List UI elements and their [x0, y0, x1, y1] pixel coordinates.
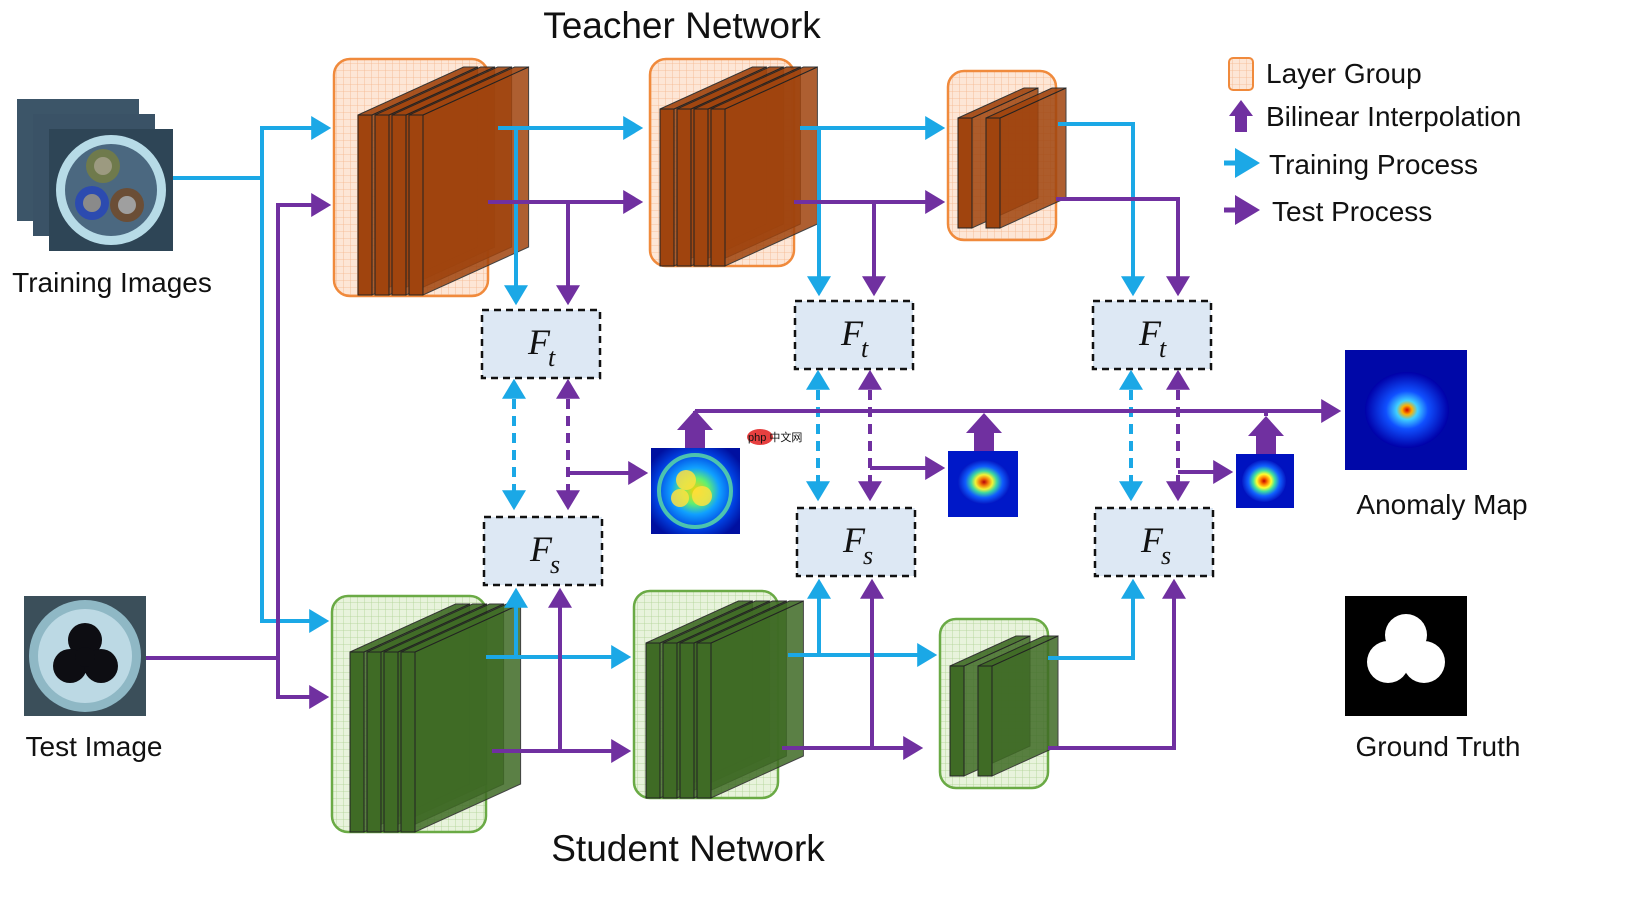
teacher-layer-group-3	[946, 69, 1067, 242]
feature-main: F	[527, 322, 551, 362]
anomaly-map-image	[1345, 350, 1467, 470]
layer-group-icon	[1228, 57, 1254, 91]
connectors	[146, 116, 1342, 763]
layer-slab	[985, 87, 1067, 229]
svg-text:php 中文网: php 中文网	[748, 430, 802, 444]
heatmap-medium	[948, 451, 1018, 517]
up-arrow-icon	[677, 410, 713, 448]
legend-training-process: Training Process	[1269, 149, 1478, 180]
training-images-label: Training Images	[12, 267, 212, 298]
layer-slab	[408, 66, 530, 296]
connector	[276, 658, 330, 709]
student-feature-3: Fs	[1093, 506, 1215, 578]
connector	[1048, 578, 1145, 660]
teacher-network-title: Teacher Network	[543, 5, 821, 46]
layer-groups	[330, 57, 1067, 834]
teacher-layer-group-1	[332, 57, 530, 298]
test-image	[24, 596, 146, 716]
feature-main: F	[840, 313, 864, 353]
heatmap-large	[651, 448, 740, 534]
teacher-feature-2: Ft	[793, 299, 915, 371]
test-image-label: Test Image	[26, 731, 163, 762]
watermark: php 中文网	[747, 429, 802, 445]
student-layer-group-2	[632, 589, 804, 800]
student-feature-2: Fs	[795, 506, 917, 578]
feature-subscript: t	[548, 343, 556, 372]
feature-main: F	[529, 529, 553, 569]
connector	[146, 193, 332, 660]
student-feature-1: Fs	[482, 515, 604, 587]
student-layer-group-1	[330, 594, 522, 834]
ground-truth-image	[1345, 596, 1467, 716]
student-layer-group-3	[938, 617, 1059, 790]
connector	[260, 178, 330, 633]
layer-slab	[710, 66, 818, 267]
connector	[173, 116, 332, 180]
legend-layer-group: Layer Group	[1266, 58, 1422, 89]
up-arrow-icon	[1248, 416, 1284, 454]
teacher-feature-1: Ft	[480, 308, 602, 380]
up-arrow-icon	[966, 413, 1002, 451]
feature-subscript: t	[861, 334, 869, 363]
legend: Layer Group Bilinear Interpolation Train…	[1224, 57, 1521, 227]
legend-test-process: Test Process	[1272, 196, 1432, 227]
feature-subscript: s	[550, 550, 560, 579]
anomaly-map-label: Anomaly Map	[1356, 489, 1527, 520]
teacher-feature-3: Ft	[1091, 299, 1213, 371]
layer-slab	[400, 603, 522, 833]
up-arrow-icon	[1229, 100, 1253, 132]
feature-subscript: s	[1161, 541, 1171, 570]
layer-slab	[696, 600, 804, 799]
training-images	[17, 99, 173, 251]
feature-main: F	[1140, 520, 1164, 560]
student-network-title: Student Network	[551, 828, 825, 869]
feature-main: F	[1138, 313, 1162, 353]
connector	[1048, 578, 1186, 750]
connector	[1056, 197, 1190, 297]
heatmap-small	[1236, 454, 1294, 508]
feature-main: F	[842, 520, 866, 560]
teacher-layer-group-2	[648, 57, 818, 268]
legend-bilinear-interpolation: Bilinear Interpolation	[1266, 101, 1521, 132]
ground-truth-label: Ground Truth	[1356, 731, 1521, 762]
feature-subscript: s	[863, 541, 873, 570]
feature-subscript: t	[1159, 334, 1167, 363]
connector	[1058, 122, 1145, 297]
